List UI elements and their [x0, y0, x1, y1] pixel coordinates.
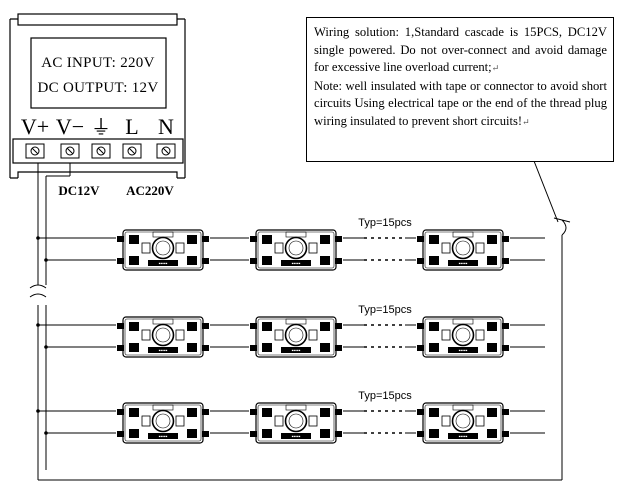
terminal-label-1: V+: [21, 114, 49, 139]
led-module: [116, 402, 210, 444]
terminal-screw-5: [156, 143, 176, 159]
terminal-block: [25, 143, 176, 159]
terminal-label-5: N: [158, 114, 174, 139]
terminal-screw-2: [60, 143, 80, 159]
terminal-label-3: ⏚: [91, 117, 111, 139]
led-row-1: Typ=15pcs: [36, 217, 545, 271]
count-label: Typ=15pcs: [358, 390, 412, 402]
note-pointer-line: [533, 160, 559, 223]
return-mark: ↵: [522, 116, 530, 127]
terminal-screw-4: [122, 143, 142, 159]
led-module: [416, 316, 510, 358]
led-module: [116, 316, 210, 358]
wiring-note: Wiring solution: 1,Standard cascade is 1…: [306, 17, 614, 162]
terminal-label-2: V−: [56, 114, 84, 139]
return-mark: ↵: [491, 63, 500, 74]
led-module: [116, 229, 210, 271]
output-wires: [29, 163, 571, 481]
led-module: [249, 316, 343, 358]
led-module: [249, 229, 343, 271]
terminal-screw-1: [25, 143, 45, 159]
wiring-solution-text: Wiring solution: 1,Standard cascade is 1…: [314, 25, 607, 75]
display-line-1: AC INPUT: 220V: [41, 55, 154, 71]
led-module: [416, 229, 510, 271]
count-label: Typ=15pcs: [358, 217, 412, 229]
terminal-label-4: L: [125, 114, 138, 139]
insulation-note-text: Note: well insulated with tape or connec…: [314, 78, 607, 128]
psu-display: AC INPUT: 220V DC OUTPUT: 12V: [38, 55, 159, 96]
display-line-2: DC OUTPUT: 12V: [38, 80, 159, 96]
led-row-2: Typ=15pcs: [36, 304, 545, 358]
terminal-screw-3: [91, 143, 111, 159]
dc-label: DC12V: [58, 183, 100, 198]
count-label: Typ=15pcs: [358, 304, 412, 316]
led-row-3: Typ=15pcs: [36, 390, 545, 444]
led-module: [416, 402, 510, 444]
led-module: [249, 402, 343, 444]
ac-label: AC220V: [126, 183, 174, 198]
